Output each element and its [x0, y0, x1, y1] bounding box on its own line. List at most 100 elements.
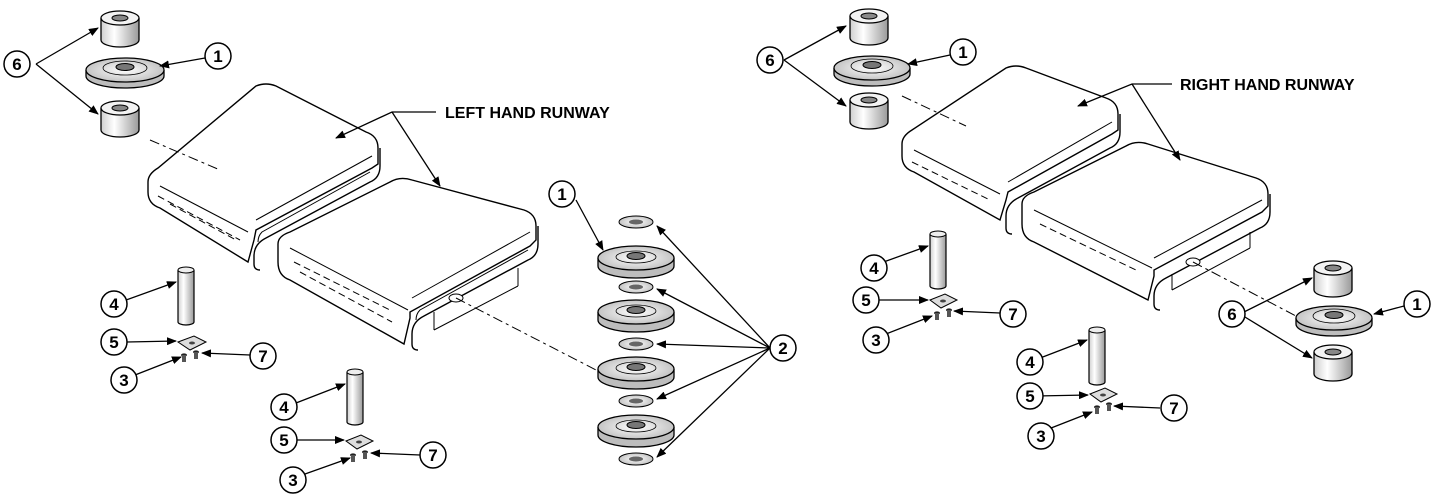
callout-bubble: 7 [419, 441, 447, 469]
callout-bubble: 3 [110, 366, 138, 394]
right-runway-title: RIGHT HAND RUNWAY [1180, 77, 1355, 94]
callout-bubble: 4 [1016, 348, 1044, 376]
callout-circle [548, 180, 576, 208]
callout-number: 7 [428, 446, 437, 465]
callout-circle [1016, 382, 1044, 410]
pin-hardware-rear [344, 368, 375, 462]
callout-bubble: 6 [1218, 300, 1246, 328]
callout-number: 6 [1227, 305, 1236, 324]
spacer-bushing [100, 100, 140, 138]
callout-circle [860, 254, 888, 282]
callout-circle [852, 286, 880, 314]
callout-circle [204, 42, 232, 70]
side-stack [597, 215, 675, 466]
spacer-bushing [849, 8, 889, 46]
callout-number: 3 [871, 331, 880, 350]
callout-number: 6 [765, 51, 774, 70]
callout-circle [270, 393, 298, 421]
sheave-pulley [833, 55, 911, 87]
sheave-pulley [597, 414, 675, 448]
callout-circle [999, 300, 1027, 328]
leader-lines [783, 25, 1405, 431]
callout-circle [1027, 422, 1055, 450]
callout-circle [756, 46, 784, 74]
callout-circle [1218, 300, 1246, 328]
callout-number: 7 [258, 347, 267, 366]
callout-circle [3, 50, 31, 78]
callout-bubble: 1 [548, 180, 576, 208]
thrust-washer [618, 280, 654, 294]
callout-bubble: 3 [862, 326, 890, 354]
thrust-washer [618, 394, 654, 408]
callout-bubble: 7 [999, 300, 1027, 328]
sheave-pulley [85, 57, 165, 89]
callout-number: 7 [1008, 305, 1017, 324]
callout-circle [270, 426, 298, 454]
runway-channel-rear [901, 65, 1121, 235]
sheave-pulley [597, 299, 675, 333]
callout-circle [110, 366, 138, 394]
callout-circle [249, 342, 277, 370]
pin-hardware-front [928, 230, 959, 320]
callout-bubble: 4 [100, 290, 128, 318]
callout-number: 3 [119, 371, 128, 390]
callout-number: 6 [12, 55, 21, 74]
callout-bubble: 1 [204, 42, 232, 70]
runway-channel-front [277, 177, 539, 351]
centerline [149, 139, 601, 373]
thrust-washer [618, 337, 654, 351]
callout-number: 4 [1025, 353, 1035, 372]
callout-bubble: 4 [270, 393, 298, 421]
callout-number: 2 [778, 339, 787, 358]
callout-bubble: 6 [756, 46, 784, 74]
callout-number: 5 [861, 291, 870, 310]
callout-circle [100, 290, 128, 318]
callout-number: 1 [557, 185, 566, 204]
callout-bubble: 2 [769, 334, 797, 362]
callout-number: 5 [109, 333, 118, 352]
right-hand-assembly [783, 8, 1405, 431]
callout-bubble: 6 [3, 50, 31, 78]
spacer-bushing [1313, 260, 1353, 298]
callout-bubble: 5 [270, 426, 298, 454]
sheave-pulley [597, 245, 675, 279]
callout-circle [100, 328, 128, 356]
callout-number: 4 [279, 398, 289, 417]
callout-number: 5 [279, 431, 288, 450]
callout-number: 3 [288, 471, 297, 490]
runway-channel-front [1021, 141, 1271, 311]
spacer-bushing [849, 92, 889, 130]
callout-number: 1 [1412, 295, 1421, 314]
callout-bubble: 7 [1160, 394, 1188, 422]
left-hand-assembly [35, 10, 771, 475]
callout-bubble: 5 [100, 328, 128, 356]
thrust-washer [618, 452, 654, 466]
spacer-bushing [1313, 344, 1353, 382]
callout-number: 4 [109, 295, 119, 314]
spacer-bushing [100, 10, 140, 48]
callout-bubble: 1 [1403, 290, 1431, 318]
centerline [901, 95, 1297, 317]
callout-circle [769, 334, 797, 362]
callout-circle [1403, 290, 1431, 318]
callout-number: 3 [1036, 427, 1045, 446]
sheave-pulley [1295, 305, 1373, 337]
callout-circle [862, 326, 890, 354]
callout-circle [419, 441, 447, 469]
runway-channel-rear [147, 83, 381, 271]
callout-number: 4 [869, 259, 879, 278]
callout-number: 5 [1025, 387, 1034, 406]
callout-number: 1 [958, 43, 967, 62]
callout-bubble: 3 [279, 466, 307, 494]
callout-bubble: 7 [249, 342, 277, 370]
left-runway-title: LEFT HAND RUNWAY [445, 105, 610, 122]
callout-circle [1160, 394, 1188, 422]
pin-hardware-front [176, 266, 208, 362]
callout-circle [279, 466, 307, 494]
thrust-washer [618, 215, 654, 229]
callout-circle [949, 38, 977, 66]
sheave-pulley [597, 356, 675, 390]
pin-hardware-rear [1088, 326, 1119, 414]
